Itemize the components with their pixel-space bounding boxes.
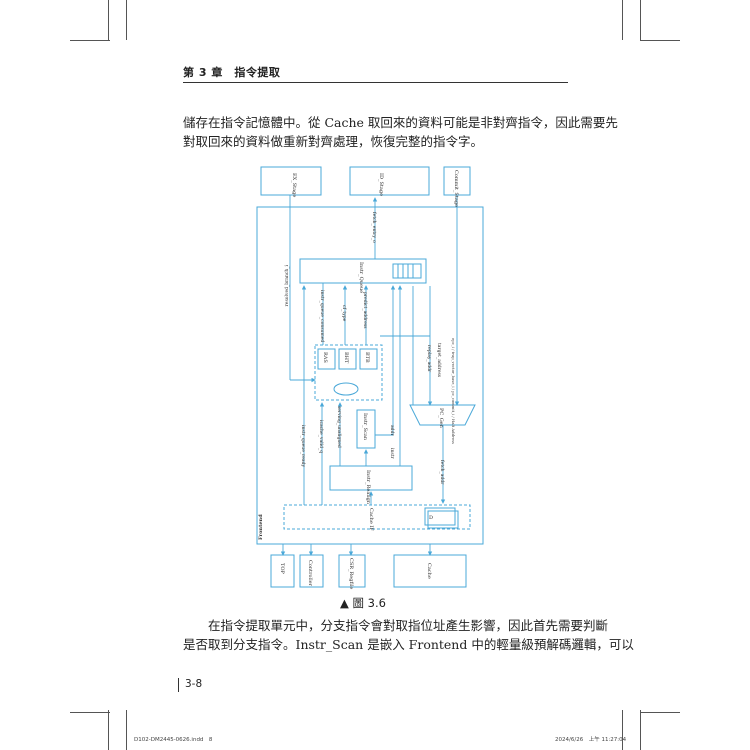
- cf-type-signal: cf_type: [341, 305, 347, 322]
- commit-stage-label: Commit_Stage: [453, 170, 459, 207]
- cache-if-box: [283, 504, 471, 530]
- crop-mark: [108, 710, 109, 750]
- epc-group-signal: epc_i / trap_vector_base_i / pc_commit_i…: [451, 338, 456, 444]
- crop-mark: [126, 710, 127, 750]
- crop-mark: [640, 0, 641, 40]
- fetch-addr-signal: fetch_addr: [439, 460, 445, 485]
- chapter-title: 第 3 章 指令提取: [183, 66, 281, 79]
- crop-mark: [640, 712, 680, 713]
- ras-label: RAS: [322, 352, 328, 363]
- d-box-shadow: [427, 510, 459, 529]
- crop-mark: [108, 0, 109, 40]
- cache-label: Cache: [426, 563, 432, 579]
- bht-box: [338, 348, 357, 370]
- csr-regfile-label: CSR_Regfile: [348, 558, 354, 589]
- instr-queue-ready-signal: instr_queue_ready: [300, 425, 306, 467]
- predict-selector: [333, 382, 359, 396]
- crop-mark: [622, 710, 623, 750]
- crop-mark: [640, 710, 641, 750]
- controller-label: Controller: [307, 560, 313, 587]
- predictor-group: [314, 344, 383, 401]
- icache-valid-signal: icache_valid_q: [318, 420, 324, 453]
- crop-mark: [622, 0, 623, 40]
- target-address-signal: target_address: [436, 343, 442, 378]
- ras-box: [317, 348, 336, 370]
- pc-gen-box: [409, 404, 476, 426]
- frontend-label: Frontend: [258, 514, 264, 540]
- d-box: [424, 507, 456, 526]
- intro-paragraph: 儲存在指令記憶體中。從 Cache 取回來的資料可能是非對齊指令，因此需要先 對…: [183, 113, 618, 151]
- instr-queue-box: [299, 258, 427, 284]
- fetch-entry-signal: fetch_entry_o: [371, 212, 377, 243]
- text-line: 是否取到分支指令。Instr_Scan 是嵌入 Frontend 中的輕量級預解…: [183, 637, 634, 652]
- instr-signal: instr: [389, 448, 395, 459]
- addr-signal: addr: [389, 425, 395, 436]
- instr-queue-consumed-signal: instr_queue_consumed: [319, 290, 325, 342]
- btb-box: [359, 348, 378, 370]
- bht-label: BHT: [343, 352, 349, 364]
- pc-gen-label: PC_Gen: [438, 408, 444, 429]
- ex-stage-box: [260, 166, 322, 196]
- crop-mark: [640, 40, 680, 41]
- text-line: 對取回來的資料做重新對齊處理，恢復完整的指令字。: [183, 134, 484, 149]
- figure-caption: ▲ 圖 3.6: [340, 596, 386, 610]
- text-line: 在指令提取單元中，分支指令會對取指位址產生影響，因此首先需要判斷: [208, 618, 609, 633]
- replay-addr-signal: replay_addr: [426, 345, 432, 373]
- id-stage-box: [349, 166, 430, 196]
- body-paragraph: 在指令提取單元中，分支指令會對取指位址產生影響，因此首先需要判斷 是否取到分支指…: [183, 616, 634, 654]
- resolved-branch-signal: resolved_branch_i: [284, 264, 290, 306]
- queue-slots: [392, 263, 422, 279]
- top-label: TOP: [279, 563, 285, 574]
- page-number-rule: [178, 678, 179, 692]
- instr-scan-box: [356, 409, 376, 449]
- crop-mark: [70, 40, 110, 41]
- d-box-label: D: [429, 515, 433, 521]
- btb-label: BTB: [364, 352, 370, 363]
- footer-timestamp: 2024/6/26 上午 11:27:04: [555, 737, 627, 743]
- chapter-header: 第 3 章 指令提取: [183, 64, 568, 83]
- footer-file: D102-DM2445-0626.indd 8: [134, 737, 213, 743]
- crop-mark: [70, 712, 110, 713]
- frontend-box: [256, 206, 484, 545]
- text-line: 儲存在指令記憶體中。從 Cache 取回來的資料可能是非對齊指令，因此需要先: [183, 115, 618, 130]
- instr-realign-box: [329, 465, 413, 491]
- ex-stage-label: EX_Stage: [291, 173, 297, 197]
- id-stage-label: ID_Stage: [378, 173, 384, 196]
- instr-realign-label: Instr_Realign: [365, 470, 371, 505]
- cache-if-label: Cache IF: [368, 508, 374, 531]
- serving-unaligned-signal: serving_unaligned: [336, 406, 342, 448]
- predict-address-signal: predict_address: [362, 292, 368, 329]
- crop-mark: [126, 0, 127, 40]
- page-number: 3-8: [185, 678, 203, 690]
- instr-scan-label: Instr_Scan: [362, 413, 368, 441]
- instr-queue-label: Instr_Queue: [358, 262, 364, 293]
